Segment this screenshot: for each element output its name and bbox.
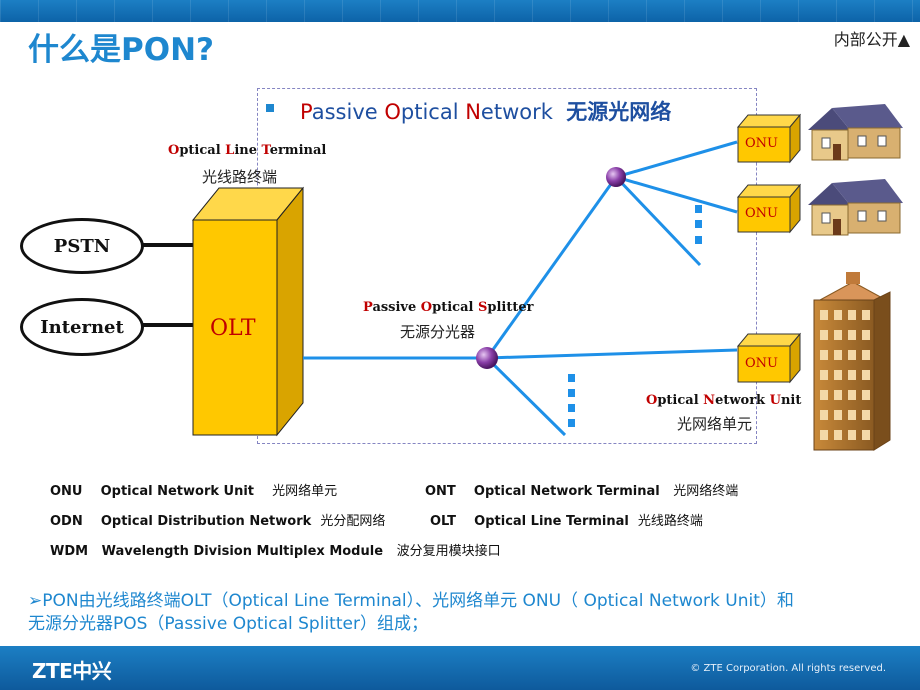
fiber-lines: [303, 140, 738, 437]
onu-box-2: [736, 183, 802, 234]
onu-label-cn: 光网络单元: [677, 415, 753, 433]
ellipsis-dots: [568, 205, 702, 427]
splitter-secondary-icon: [606, 167, 626, 187]
olt-box: [191, 186, 305, 437]
pon-heading: Passive Optical Network 无源光网络: [300, 100, 672, 124]
splitter-label-en: Passive Optical Splitter: [363, 300, 534, 315]
legend-item: OLT Optical Line Terminal 光线路终端: [430, 514, 703, 529]
onu-box-label: ONU: [745, 356, 778, 371]
legend-item: ONT Optical Network Terminal 光网络终端: [425, 484, 739, 499]
bullet-square-icon: [266, 104, 274, 112]
splitter-main-icon: [476, 347, 498, 369]
classification-label: 内部公开▲: [833, 30, 910, 49]
olt-label-cn: 光线路终端: [202, 168, 278, 186]
splitter-label-cn: 无源分光器: [400, 323, 476, 341]
onu-label-en: Optical Network Unit: [646, 393, 802, 408]
copyright-notice: © ZTE Corporation. All rights reserved.: [690, 663, 886, 674]
legend-item: WDM Wavelength Division Multiplex Module…: [50, 544, 501, 559]
olt-box-label: OLT: [210, 316, 256, 341]
onu-box-1: [736, 113, 802, 164]
office-building-icon: [813, 272, 891, 451]
onu-box-label: ONU: [745, 206, 778, 221]
summary-text: ➢PON由光线路终端OLT（Optical Line Terminal）、光网络…: [28, 590, 898, 636]
summary-line: 无源分光器POS（Passive Optical Splitter）组成；: [28, 614, 428, 634]
onu-box-label: ONU: [745, 136, 778, 151]
pstn-cloud: PSTN: [20, 218, 144, 274]
internet-cloud: Internet: [20, 298, 144, 356]
top-banner: [0, 0, 920, 22]
olt-label-en: Optical Line Terminal: [168, 143, 327, 158]
zte-logo: ZTE中兴: [32, 659, 112, 683]
house-icon: [808, 179, 903, 236]
legend-item: ODN Optical Distribution Network 光分配网络: [50, 514, 386, 529]
slide-title: 什么是PON?: [28, 32, 214, 68]
onu-box-3: [736, 332, 802, 384]
legend-item: ONU Optical Network Unit 光网络单元: [50, 484, 338, 499]
summary-line: ➢PON由光线路终端OLT（Optical Line Terminal）、光网络…: [28, 591, 794, 611]
house-icon: [808, 104, 903, 161]
bottom-banner: [0, 646, 920, 690]
